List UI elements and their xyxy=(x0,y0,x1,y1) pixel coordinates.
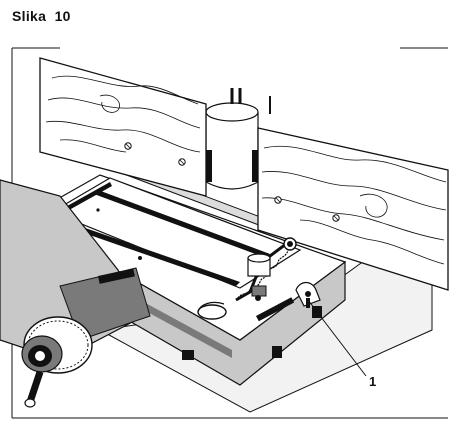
spring-guard xyxy=(197,237,297,320)
figure-title: Slika 10 xyxy=(12,8,71,24)
speed-knob xyxy=(21,316,93,408)
left-wood-fence xyxy=(39,57,207,197)
router-bit-guard xyxy=(205,88,271,190)
router-motor xyxy=(0,179,151,361)
callout-1: 1 xyxy=(369,374,377,389)
table-top xyxy=(50,163,302,289)
wing-nut xyxy=(295,281,321,308)
right-wood-fence xyxy=(257,127,449,291)
callout-leader xyxy=(307,299,367,377)
